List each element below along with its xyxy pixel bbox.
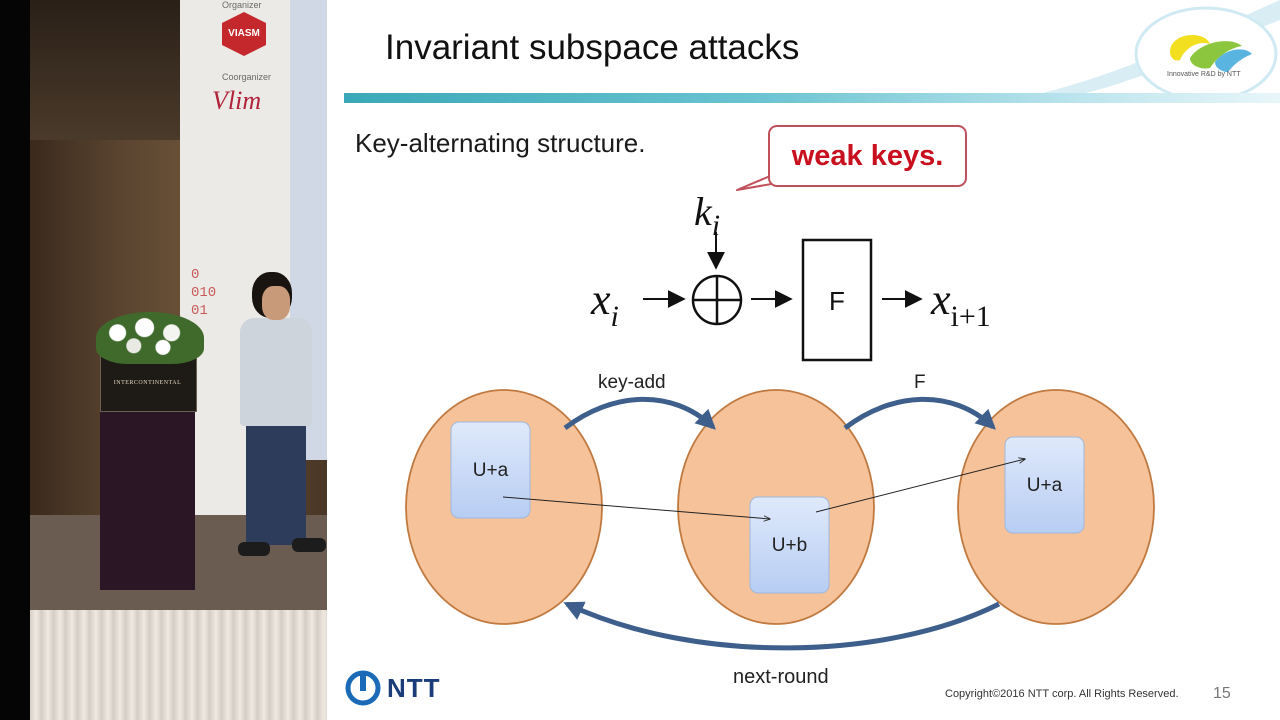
invariant-subspace-diagram xyxy=(405,167,1155,651)
subspace-label-middle: U+b xyxy=(771,535,808,556)
ntt-wordmark: NTT xyxy=(387,673,441,703)
round-function-box xyxy=(801,238,873,362)
slide-title: Invariant subspace attacks xyxy=(385,28,800,67)
slide-subtitle: Key-alternating structure. xyxy=(355,128,646,158)
ntt-tagline: Innovative R&D by NTT xyxy=(1167,71,1241,78)
presenter-legs xyxy=(246,420,306,545)
title-underline-bar xyxy=(344,93,1280,103)
ntt-logo-icon xyxy=(345,670,381,706)
callout-text: weak keys. xyxy=(791,140,944,172)
next-round-label: next-round xyxy=(733,666,829,688)
presentation-slide: Innovative R&D by NTT Invariant subspace… xyxy=(327,0,1280,720)
presenter-body xyxy=(240,318,312,426)
key-symbol: ki xyxy=(694,189,721,242)
function-label: F xyxy=(829,286,845,316)
next-round-arrow xyxy=(563,601,1001,651)
element-map-arrow-1 xyxy=(502,496,770,519)
black-border xyxy=(0,0,30,720)
flower-arrangement xyxy=(96,312,204,364)
subspace-label-left: U+a xyxy=(472,460,509,481)
presenter-face xyxy=(262,286,290,320)
key-add-arrow xyxy=(563,396,716,430)
ntt-corner-decoration xyxy=(1030,0,1280,102)
copyright-notice: Copyright©2016 NTT corp. All Rights Rese… xyxy=(945,688,1179,700)
subspace-box-left xyxy=(450,421,531,519)
weak-keys-callout: weak keys. xyxy=(768,125,967,187)
slide-page-number: 15 xyxy=(1213,685,1231,702)
key-add-label: key-add xyxy=(598,372,666,393)
f-arrow xyxy=(843,396,996,430)
binary-decoration: 0 010 01 xyxy=(191,267,217,319)
coorganizer-label: Coorganizer xyxy=(222,72,272,82)
element-map-arrow-2 xyxy=(815,459,1025,513)
vlim-logo: Vlim xyxy=(212,86,262,115)
f-arrow-label: F xyxy=(914,372,926,393)
organizer-label: Organizer xyxy=(222,0,262,10)
stage-skirt xyxy=(30,610,327,720)
podium-sign: INTERCONTINENTAL xyxy=(113,380,182,386)
venue-photo: Organizer VIASM Coorganizer Vlim 0 010 0… xyxy=(0,0,327,720)
presenter-shoe xyxy=(292,538,326,552)
subspace-label-right: U+a xyxy=(1026,475,1063,496)
output-symbol: xi+1 xyxy=(931,275,991,333)
presenter-shoe xyxy=(238,542,270,556)
xor-icon xyxy=(691,274,743,326)
input-symbol: xi xyxy=(591,275,619,333)
ntt-swirl-icon xyxy=(1170,34,1210,61)
